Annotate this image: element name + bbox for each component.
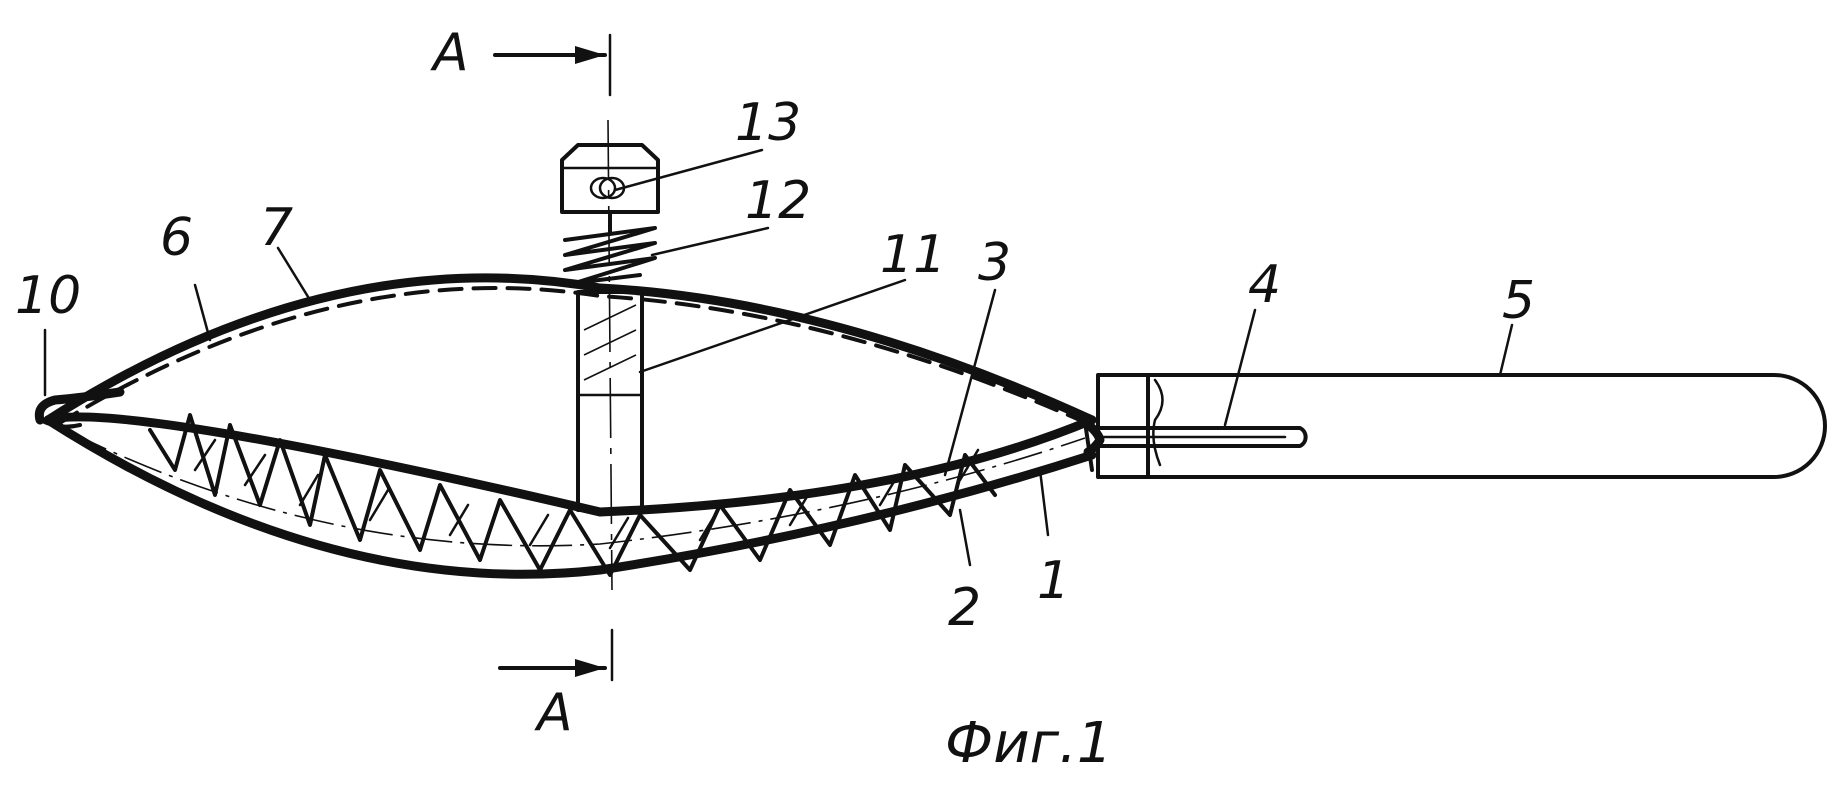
section-arrow-bottom-head: [575, 659, 605, 677]
leader-13: [615, 150, 762, 190]
label-3: 3: [978, 233, 1011, 293]
label-2: 2: [948, 578, 981, 638]
section-centerline: [608, 120, 612, 590]
lower-sole: [48, 417, 1092, 574]
adjusting-nut: [562, 145, 658, 232]
leader-2: [960, 510, 970, 565]
label-5: 5: [1502, 271, 1535, 331]
label-1: 1: [1037, 551, 1070, 611]
upper-arc: [48, 278, 1092, 424]
handle-assembly: [1085, 375, 1825, 477]
label-4: 4: [1248, 255, 1281, 315]
label-11: 11: [880, 225, 946, 285]
spring: [565, 228, 655, 283]
label-10: 10: [15, 266, 81, 326]
post-hatch-3: [584, 355, 636, 380]
handle-breakline: [1153, 380, 1162, 465]
label-7: 7: [260, 198, 293, 258]
leader-12: [652, 228, 768, 255]
label-13: 13: [735, 93, 801, 153]
label-6: 6: [160, 208, 193, 268]
section-arrow-top-head: [575, 46, 605, 64]
leader-6: [195, 285, 210, 340]
leader-1: [1040, 470, 1048, 535]
section-line: [495, 35, 612, 680]
leader-4: [1225, 310, 1255, 425]
label-12: 12: [745, 171, 811, 231]
section-label-top: A: [430, 23, 469, 83]
upper-arc-outer: [48, 278, 1092, 420]
figure-caption: Фиг.1: [945, 711, 1112, 776]
leader-5: [1500, 325, 1512, 375]
zigzag-strokes: [195, 440, 978, 548]
section-label-bottom: A: [534, 683, 573, 743]
